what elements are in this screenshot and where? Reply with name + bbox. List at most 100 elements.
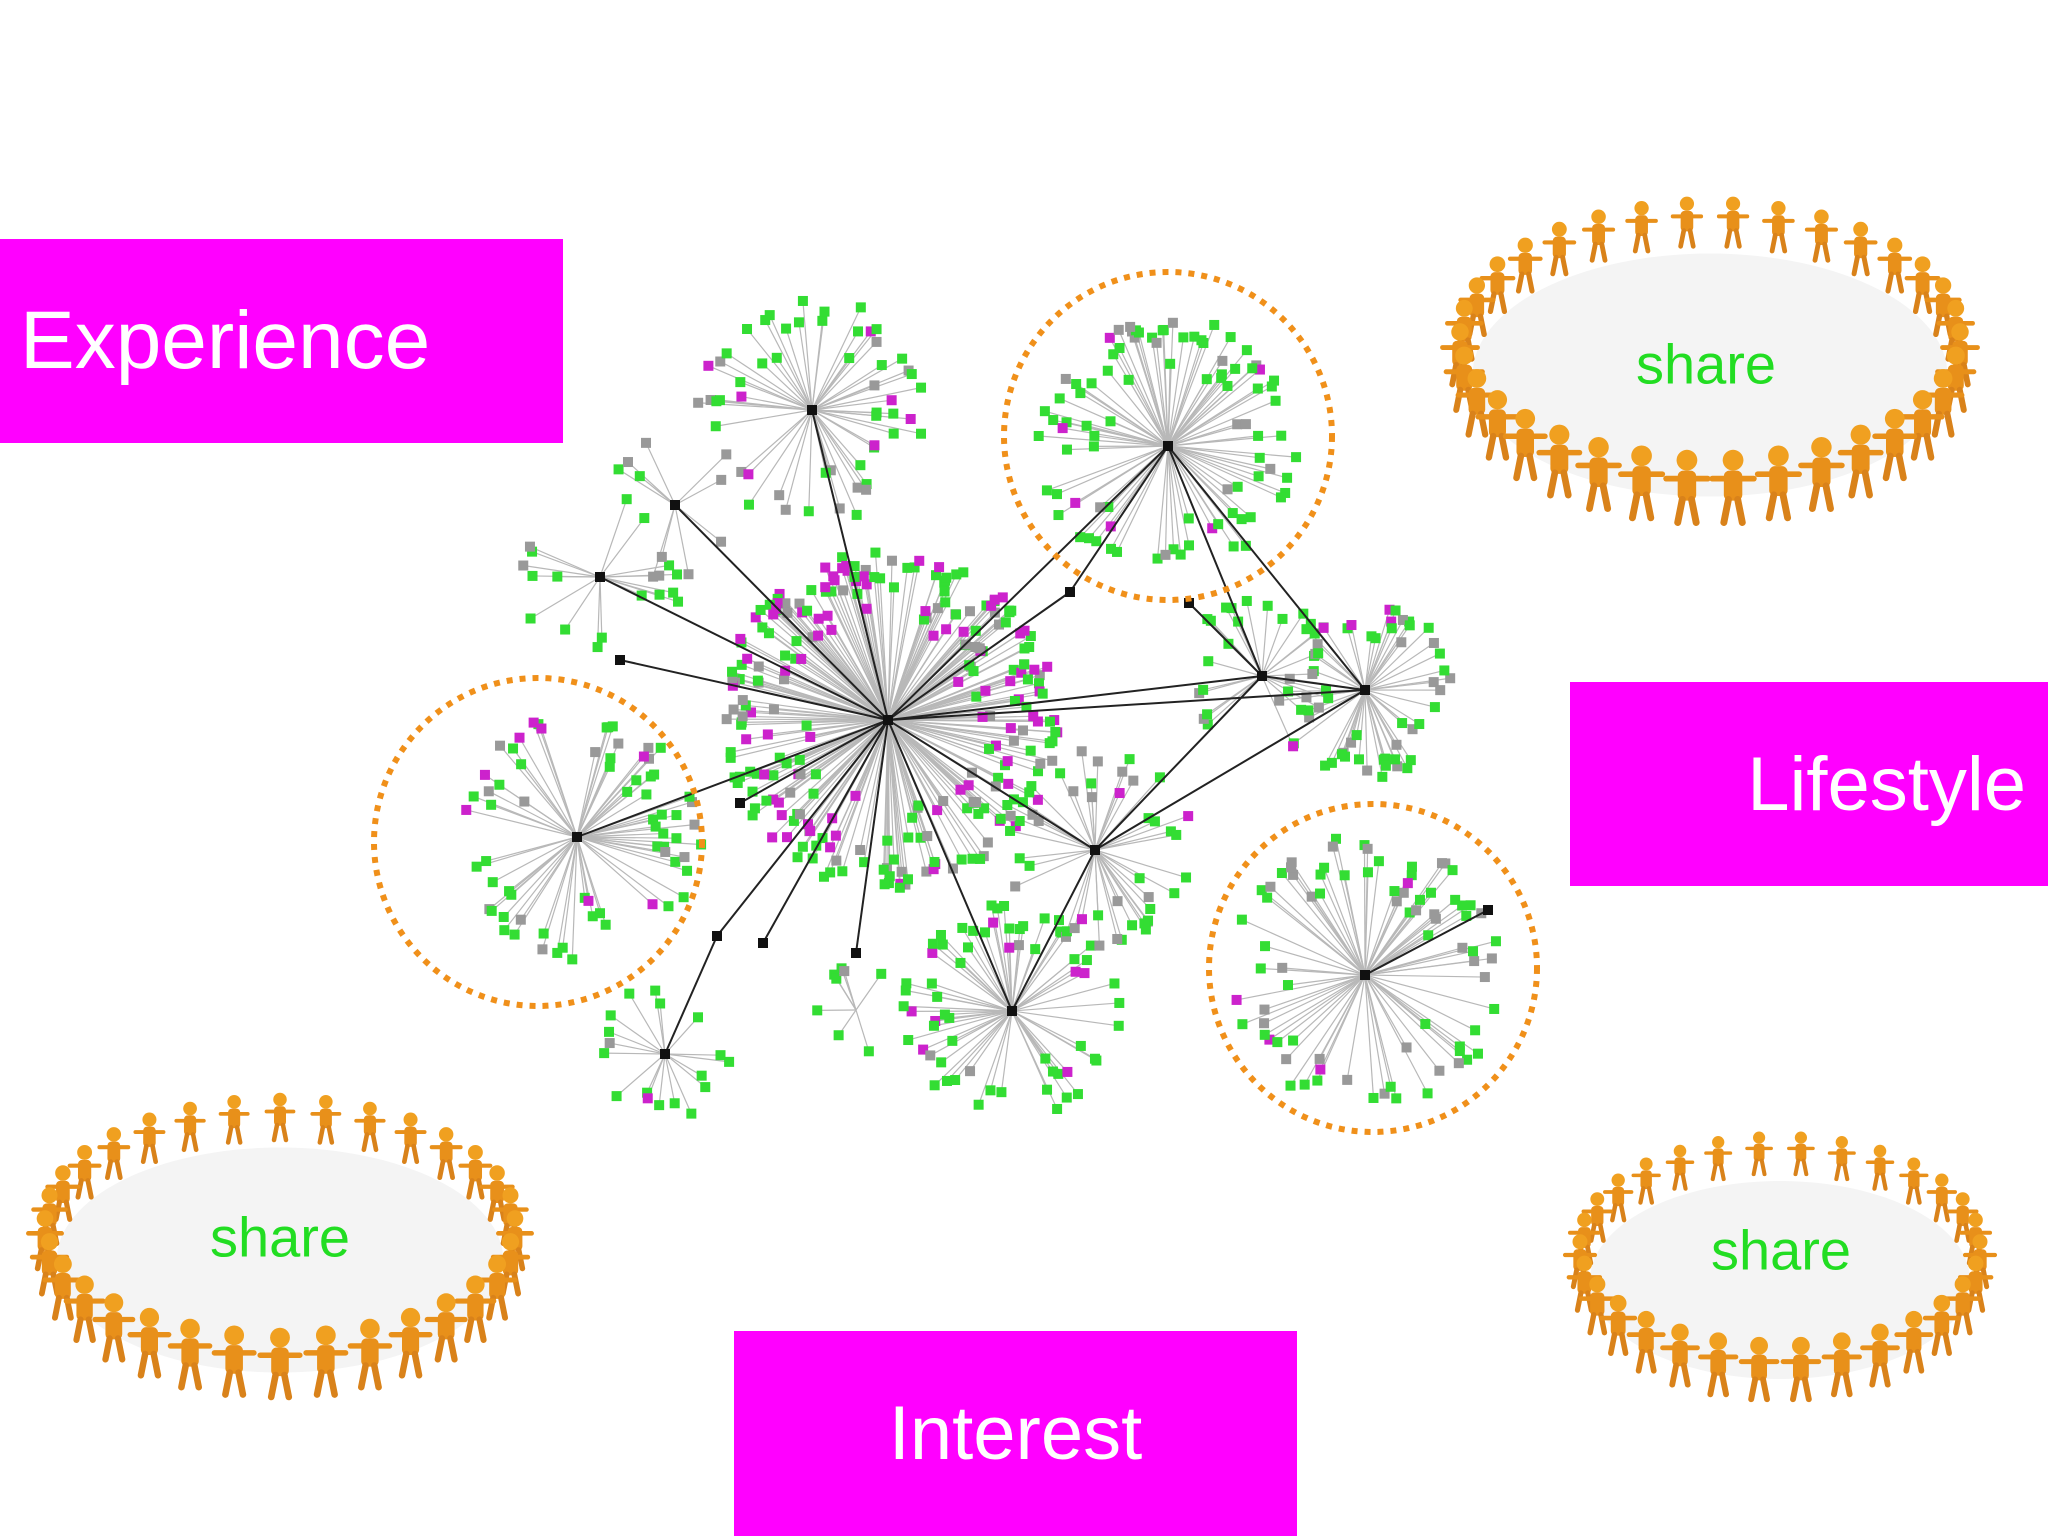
node-square [1262,892,1273,903]
share-label-top-right: share [1635,332,1777,396]
node-square [735,377,746,388]
node-square [721,348,732,359]
node-square [855,460,866,471]
interest-label-box: Interest [734,1331,1297,1536]
node-square [1143,892,1154,903]
hub-node [595,572,605,582]
node-square [1035,758,1046,769]
node-square [693,397,704,408]
node-square [831,973,842,984]
node-square [1048,415,1059,426]
node-square [1047,755,1058,766]
lifestyle-label-box: Lifestyle [1570,682,2048,886]
node-square [921,866,932,877]
node-square [1005,676,1016,687]
node-square [830,830,841,841]
person-figure [354,1101,386,1153]
node-square [1296,704,1307,715]
node-square [1254,452,1265,463]
hub-link [739,719,889,804]
node-square [1272,1037,1283,1048]
person-figure [174,1101,206,1153]
node-square [1398,887,1409,898]
person-figure [347,1318,393,1391]
ring-floor [1472,253,1948,497]
node-square [1260,941,1271,952]
person-figure [1904,256,1941,315]
node-square [668,587,679,598]
node-square [826,624,837,635]
node-square [871,324,882,335]
node-square [1447,865,1458,876]
node-square [1282,980,1293,991]
node-square [927,938,938,949]
node-square [684,791,695,802]
node-square [1033,815,1044,826]
node-square [819,306,830,317]
node-square [1465,900,1476,911]
node-square [655,742,666,753]
node-square [888,408,899,419]
node-square [898,1001,909,1012]
node-square [749,803,760,814]
share-label-bottom-left: share [209,1205,351,1269]
node-square [656,551,667,562]
node-square [504,886,515,897]
node-square [947,863,958,874]
node-square [1386,616,1397,627]
node-square [741,734,752,745]
node-square [1236,914,1247,925]
node-square [1461,910,1472,921]
node-square [970,625,981,636]
node-square [1391,1093,1402,1104]
person-figure [1698,1332,1739,1398]
node-square [858,571,869,582]
node-square [682,865,693,876]
node-square [1134,873,1145,884]
node-square [728,704,739,715]
hub-link [887,719,1096,851]
node-square [1236,514,1247,525]
node-square [1183,513,1194,524]
node-square [624,988,635,999]
node-square [875,573,886,584]
node-square [1005,825,1016,836]
node-square [1184,540,1195,551]
node-square [1076,746,1087,757]
node-square [929,1080,940,1091]
node-square [876,968,887,979]
person-figure [1865,1144,1895,1191]
node-square [788,815,799,826]
person-figure [1704,1136,1733,1182]
node-square [906,369,917,380]
node-square [1486,953,1497,964]
node-square [1037,688,1048,699]
node-square [869,380,880,391]
node-square [774,752,785,763]
node-square [1283,686,1294,697]
node-square [1033,678,1044,689]
node-square [641,789,652,800]
node-square [820,582,831,593]
node-square [792,852,803,863]
person-figure [1716,196,1750,249]
person-figure [1599,1294,1638,1356]
node-square [1209,319,1220,330]
node-square [654,589,665,600]
person-figure [1798,437,1845,512]
person-figure [1665,1144,1695,1191]
node-square [1089,430,1100,441]
node-square [700,1082,711,1093]
node-square [527,570,538,581]
node-square [1379,1088,1390,1099]
node-square [938,796,949,807]
node-square [1411,905,1422,916]
node-square [622,786,633,797]
node-square [1241,345,1252,356]
person-figure [1542,221,1577,277]
node-square [1265,881,1276,892]
node-square [1033,430,1044,441]
node-square [1429,702,1440,713]
node-square [1005,810,1016,821]
node-square [1057,423,1068,434]
